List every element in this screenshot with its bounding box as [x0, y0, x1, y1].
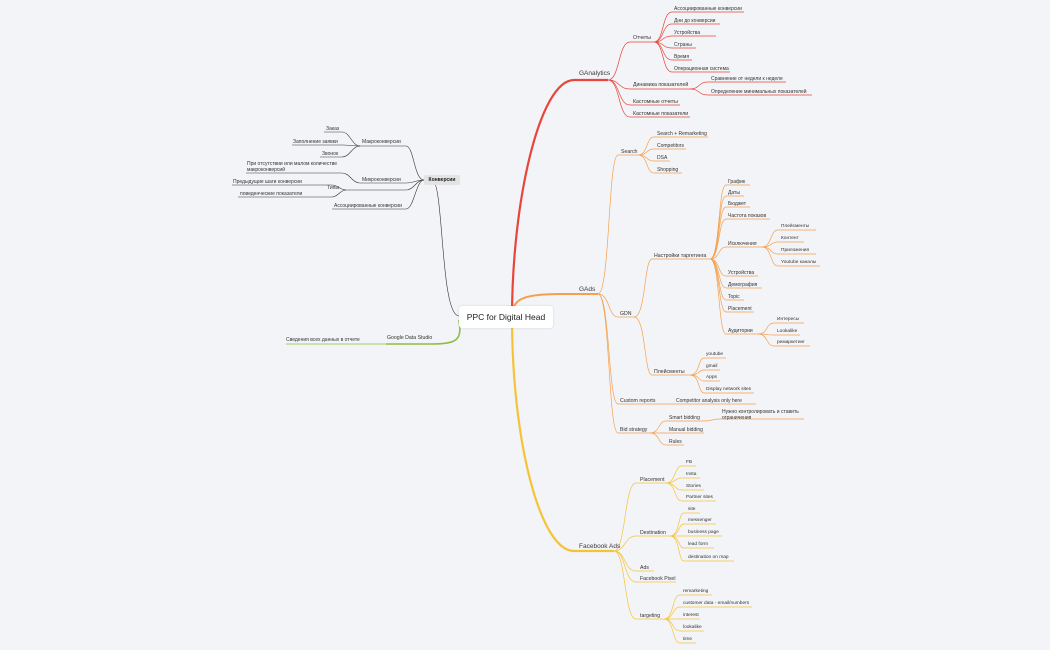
node-tg-customer[interactable]: customer data - email/numbers — [683, 601, 750, 606]
node-exclusions[interactable]: Исключения — [728, 241, 757, 247]
node-report-days[interactable]: Дни до конверсии — [674, 18, 716, 24]
node-fb-placement[interactable]: Placement — [640, 477, 665, 483]
node-budget[interactable]: Бюджет — [728, 201, 747, 207]
node-placements[interactable]: Плейсменты — [654, 369, 685, 375]
node-reports[interactable]: Отчеты — [633, 35, 651, 41]
node-excl-youtube[interactable]: Youtube каналы — [781, 260, 817, 265]
node-dyn-week[interactable]: Сравнение от недели к неделе — [711, 76, 783, 82]
node-macro-application[interactable]: Заполнение заявки — [293, 139, 338, 145]
node-fb-fb[interactable]: FB — [686, 460, 693, 465]
node-rules[interactable]: Rules — [669, 439, 682, 445]
node-manual-bidding[interactable]: Manual bidding — [669, 427, 703, 433]
node-fb-destination[interactable]: Destination — [640, 530, 666, 536]
node-pl-display[interactable]: Display network sites — [706, 387, 752, 392]
node-gds-summary[interactable]: Сведения всех данных в отчете — [286, 337, 360, 343]
node-smart-bidding[interactable]: Smart bidding — [669, 415, 700, 421]
node-pl-gmail[interactable]: gmail — [706, 364, 718, 369]
branch-gds[interactable]: Google Data Studio — [387, 335, 433, 341]
node-placement[interactable]: Placement — [728, 306, 752, 312]
node-fb-targeting[interactable]: targeting — [640, 613, 661, 619]
node-fb-stories[interactable]: Stories — [686, 484, 701, 489]
branch-ganalytics[interactable]: GAnalytics — [579, 70, 611, 77]
node-dest-business[interactable]: business page — [688, 530, 719, 535]
node-bid-strategy[interactable]: Bid strategy — [620, 427, 648, 433]
node-devices[interactable]: Устройства — [728, 270, 755, 276]
branch-line-ganalytics — [510, 78, 608, 319]
node-targeting-settings[interactable]: Настройки таргетинга — [654, 253, 707, 259]
node-tg-lookalike[interactable]: lookalike — [683, 625, 702, 630]
branch-conversions[interactable]: Конверсии — [424, 175, 460, 185]
node-dest-map[interactable]: destination on map — [688, 555, 729, 560]
node-dyn-min[interactable]: Определение минимальных показателей — [711, 89, 807, 95]
node-dest-leadform[interactable]: lead form — [688, 542, 708, 547]
node-dest-messenger[interactable]: messenger — [688, 518, 712, 523]
node-dest-site[interactable]: site — [688, 507, 696, 512]
node-gdn[interactable]: GDN — [620, 311, 632, 317]
node-schedule[interactable]: График — [728, 179, 746, 185]
node-demography[interactable]: Демография — [728, 282, 758, 288]
node-micro[interactable]: Микроконверсии — [362, 177, 401, 183]
node-search-dsa[interactable]: DSA — [657, 155, 668, 161]
node-topic[interactable]: Topic — [728, 294, 740, 300]
node-macro-call[interactable]: Звонок — [322, 151, 339, 157]
root-topic[interactable]: PPC for Digital Head — [459, 306, 553, 328]
node-pl-youtube[interactable]: youtube — [706, 352, 724, 357]
node-custom-reports-ga[interactable]: Кастомные отчеты — [633, 99, 678, 105]
node-report-countries[interactable]: Страны — [674, 42, 692, 48]
node-report-assoc[interactable]: Ассоциированные конверсии — [674, 6, 742, 12]
node-macro-order[interactable]: Заказ — [326, 126, 340, 132]
node-fb-pixel[interactable]: Facebook Pixel — [640, 576, 676, 582]
node-report-devices[interactable]: Устройства — [674, 30, 701, 36]
node-dynamics[interactable]: Динамика показателей — [633, 82, 689, 88]
node-report-time[interactable]: Время — [674, 54, 690, 60]
node-aud-lookalike[interactable]: Lookalike — [777, 329, 798, 334]
node-competitor-analysis[interactable]: Competitor analysis only here — [676, 398, 742, 404]
node-tg-interest[interactable]: interest — [683, 613, 699, 618]
node-tg-remarketing[interactable]: remarketing — [683, 589, 709, 594]
node-custom-reports-gads[interactable]: Custom reports — [620, 398, 656, 404]
branch-gads[interactable]: GAds — [579, 286, 596, 293]
node-types-steps[interactable]: Предыдущие шаги конверсии — [233, 179, 302, 185]
node-fb-insta[interactable]: Insta — [686, 472, 697, 477]
node-micro-note[interactable]: При отсутствии или малом количестве макр… — [247, 161, 337, 173]
node-search-competitors[interactable]: Competitors — [657, 143, 684, 149]
node-types-behavior[interactable]: поведенческие показатели — [240, 191, 303, 197]
node-pl-apps[interactable]: Apps — [706, 375, 717, 380]
node-aud-remarketing[interactable]: ремаркетинг — [777, 340, 805, 345]
node-custom-metrics-ga[interactable]: Кастомные показатели — [633, 111, 689, 117]
node-dates[interactable]: Даты — [728, 190, 740, 196]
node-types[interactable]: Типы — [327, 185, 339, 191]
node-fb-partner[interactable]: Partner sites — [686, 495, 713, 500]
node-tg-time[interactable]: time — [683, 637, 693, 642]
node-fb-ads[interactable]: Ads — [640, 565, 649, 571]
node-excl-apps[interactable]: Приложения — [781, 248, 810, 253]
node-smart-note[interactable]: Нужно контролировать и ставить ограничен… — [722, 409, 799, 421]
node-report-os[interactable]: Операционная система — [674, 66, 729, 72]
node-frequency[interactable]: Частота показов — [728, 213, 767, 219]
node-aud-interests[interactable]: Интересы — [777, 317, 800, 322]
node-audiences[interactable]: Аудитории — [728, 328, 753, 334]
node-assoc-conv[interactable]: Ассоциированные конверсии — [334, 203, 402, 209]
node-macro[interactable]: Макроконверсии — [362, 139, 401, 145]
node-search-shopping[interactable]: Shopping — [657, 167, 679, 173]
node-excl-placements[interactable]: Плейсменты — [781, 224, 810, 229]
node-search-remarketing[interactable]: Search + Remarketing — [657, 131, 707, 137]
node-search[interactable]: Search — [621, 149, 638, 155]
branch-facebook[interactable]: Facebook Ads — [579, 543, 621, 550]
node-excl-content[interactable]: Контент — [781, 236, 799, 241]
branch-line-facebook — [510, 317, 614, 553]
